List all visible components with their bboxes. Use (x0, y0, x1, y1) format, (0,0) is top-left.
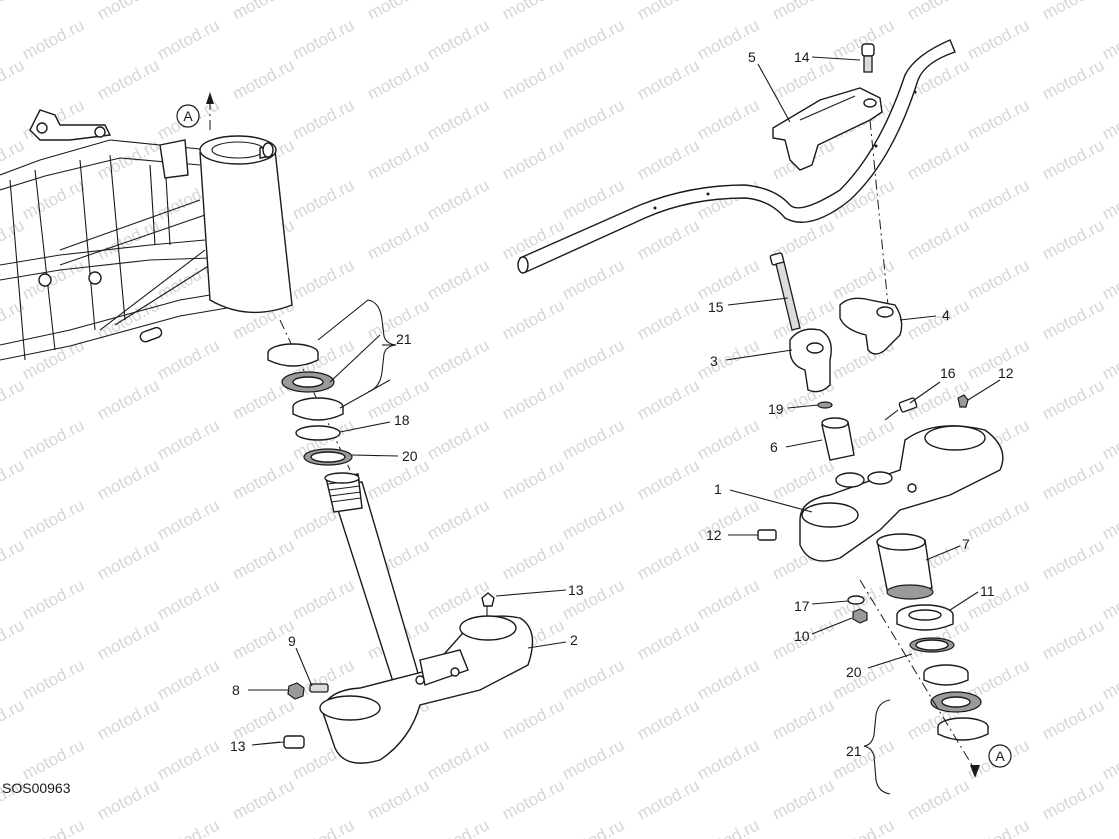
callout-12-top: 12 (998, 365, 1014, 381)
callout-14: 14 (794, 49, 810, 65)
upper-yoke-1 (799, 425, 1004, 562)
ref-letter-a-right: A (995, 748, 1005, 764)
leader-lines (248, 56, 1001, 746)
callout-20-right: 20 (846, 664, 862, 680)
callout-16: 16 (940, 365, 956, 381)
callout-18: 18 (394, 412, 410, 428)
frame (0, 109, 293, 361)
bolt-12-left (757, 529, 777, 541)
callout-15: 15 (708, 299, 724, 315)
bolt-14 (861, 43, 875, 73)
ref-circle-a-right (988, 744, 1012, 768)
callout-13-top: 13 (568, 582, 584, 598)
callout-5: 5 (748, 49, 756, 65)
ref-letter-a-left: A (183, 108, 193, 124)
callout-2: 2 (570, 632, 578, 648)
ref-circle-a-left (176, 104, 200, 128)
callout-9: 9 (288, 633, 296, 649)
callout-11: 11 (980, 583, 995, 599)
riser-4 (839, 297, 903, 355)
washer-17 (847, 595, 865, 605)
callout-4: 4 (942, 307, 950, 323)
bolt-13-top-left (481, 592, 495, 616)
callout-19: 19 (768, 401, 784, 417)
left-bearing-group (267, 343, 353, 466)
callout-10: 10 (794, 628, 810, 644)
callout-20-left: 20 (402, 448, 418, 464)
nut-7 (876, 533, 934, 600)
callout-3: 3 (710, 353, 718, 369)
right-bearing-group (896, 604, 989, 741)
bolt-15 (769, 252, 801, 331)
nut-10 (852, 608, 868, 624)
callout-7: 7 (962, 536, 970, 552)
drawing-code: SOS00963 (2, 780, 71, 796)
callout-21-right: 21 (846, 743, 862, 759)
circlip-19 (817, 401, 833, 409)
callout-12-left: 12 (706, 527, 722, 543)
lower-yoke-left (319, 615, 534, 764)
bush-6 (821, 417, 855, 461)
stud-9-left (309, 683, 329, 693)
callout-1: 1 (714, 481, 722, 497)
handlebar (517, 39, 956, 274)
callout-8: 8 (232, 682, 240, 698)
bolt-13-bottom-left (261, 735, 305, 749)
nut-8-left (287, 682, 305, 700)
callouts: 21 18 20 13 2 9 8 13 5 14 15 3 4 16 12 1… (230, 49, 1014, 759)
callout-17: 17 (794, 598, 810, 614)
callout-21-left: 21 (396, 331, 412, 347)
handlebar-clamp-5 (772, 87, 883, 171)
riser-3 (789, 328, 832, 393)
bolt-12-top (957, 394, 969, 408)
steering-stem (324, 472, 421, 689)
callout-6: 6 (770, 439, 778, 455)
callout-13-bottom: 13 (230, 738, 246, 754)
